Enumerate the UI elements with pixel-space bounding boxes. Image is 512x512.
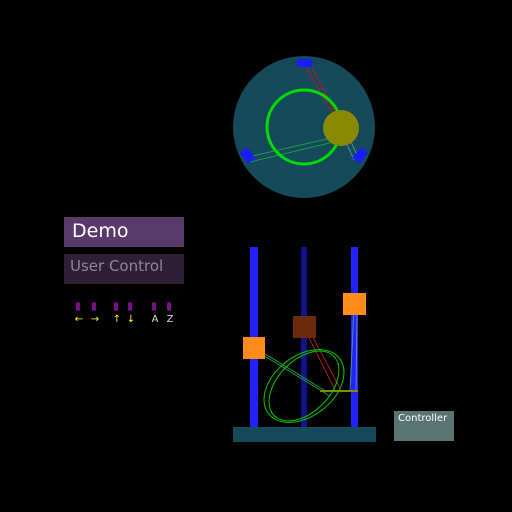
arrow-up-icon: ↑ [112,314,122,325]
controller-button[interactable]: Controller [394,411,454,441]
top-view-disc [233,56,375,198]
workspace-ellipse [263,349,345,423]
key-a-icon: A [151,314,159,325]
top-view [233,56,375,198]
carriage-middle [293,316,316,338]
side-view [233,247,376,442]
arrow-right-icon: → [90,314,100,325]
key-z-icon: Z [166,314,174,325]
arm-line [253,346,328,393]
arm-line [355,309,358,393]
arrow-left-icon: ← [74,314,84,325]
base-plate [233,427,376,442]
arm-line [349,307,355,393]
user-control-button[interactable]: User Control [64,254,184,284]
arm-line [345,141,355,161]
arrow-down-icon: ↓ [126,314,136,325]
key-indicator [167,302,171,311]
end-effector [323,110,359,146]
column-right [351,247,358,429]
carriage-left [243,337,265,359]
key-indicator [76,302,80,311]
key-indicator [128,302,132,311]
motor-right [352,147,369,164]
demo-button[interactable]: Demo [64,217,184,247]
arm-line [303,327,337,393]
workspace-ellipse [268,350,340,422]
key-indicator [152,302,156,311]
key-legend: ← → ↑ ↓ A Z [74,302,184,330]
key-indicator [92,302,96,311]
motor-top [297,59,312,67]
key-indicator [114,302,118,311]
arm-line [247,135,341,158]
arm-line [249,139,343,163]
arm-line [257,351,331,397]
carriage-right [343,293,366,315]
arm-line [309,63,339,119]
motor-left [239,147,256,164]
